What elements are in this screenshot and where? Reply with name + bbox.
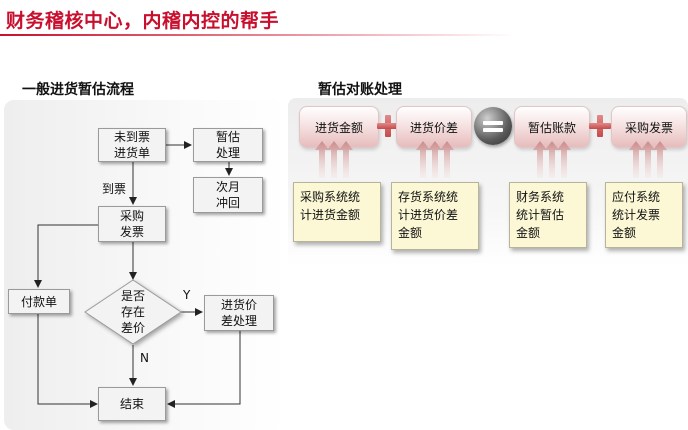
arrow-group-1 bbox=[315, 141, 353, 178]
label-no: N bbox=[140, 351, 149, 365]
equals-icon bbox=[474, 107, 512, 145]
node-price-difference-decision: 是否 存在 差价 bbox=[120, 289, 145, 335]
plus-icon bbox=[589, 115, 611, 137]
arrow-group-2 bbox=[416, 141, 454, 178]
plus-icon bbox=[377, 115, 399, 137]
node-price-variance-process: 进货价 差处理 bbox=[204, 295, 274, 331]
node-estimate-process: 暂估 处理 bbox=[193, 128, 263, 162]
node-end: 结束 bbox=[98, 387, 166, 421]
edge-variance-to-end bbox=[167, 331, 241, 408]
pill-purchase-invoice: 采购发票 bbox=[611, 106, 687, 148]
note-inventory-system: 存货系统统 计进货价差 金额 bbox=[391, 182, 479, 250]
edge-payment-to-end bbox=[37, 313, 98, 408]
arrow-group-3 bbox=[533, 141, 571, 178]
label-yes: Y bbox=[183, 288, 191, 302]
flow-section-title: 一般进货暂估流程 bbox=[22, 82, 134, 98]
note-finance-system: 财务系统 统计暂估 金额 bbox=[509, 182, 587, 248]
arrow-group-4 bbox=[629, 141, 667, 178]
node-next-month-reverse: 次月 冲回 bbox=[193, 177, 263, 213]
node-uninvoiced-receipt: 未到票 进货单 bbox=[98, 128, 166, 162]
reconcile-section-title: 暂估对账处理 bbox=[318, 82, 402, 98]
node-payment-slip: 付款单 bbox=[8, 289, 70, 314]
note-purchase-system: 采购系统统 计进货金额 bbox=[293, 182, 381, 242]
page-title: 财务稽核中心，内稽内控的帮手 bbox=[6, 10, 280, 32]
title-underline bbox=[0, 34, 688, 36]
node-decision-diamond bbox=[84, 279, 182, 345]
label-invoice-arrived: 到票 bbox=[102, 182, 127, 196]
pill-purchase-variance: 进货价差 bbox=[396, 106, 472, 148]
node-purchase-invoice: 采购 发票 bbox=[98, 206, 166, 242]
edge-invoice-to-payment bbox=[34, 224, 98, 288]
note-payable-system: 应付系统 统计发票 金额 bbox=[605, 182, 683, 248]
